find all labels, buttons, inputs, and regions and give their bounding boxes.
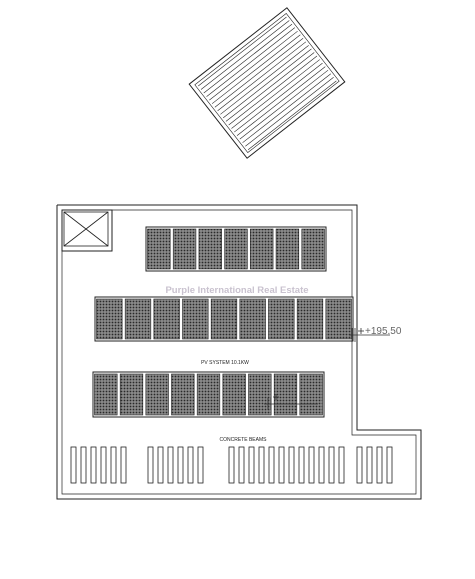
concrete-beam xyxy=(288,446,295,484)
watermark-text: Purple International Real Estate xyxy=(165,285,308,296)
roof-stripe xyxy=(222,48,312,119)
roof-stripe xyxy=(198,16,287,87)
concrete-beam xyxy=(366,446,373,484)
concrete-beam xyxy=(80,446,87,484)
concrete-beam xyxy=(187,446,194,484)
concrete-beam xyxy=(338,446,345,484)
concrete-beam xyxy=(356,446,363,484)
roof-stripe xyxy=(217,41,307,112)
concrete-beam xyxy=(268,446,275,484)
pv-panel xyxy=(172,228,197,270)
concrete-beam xyxy=(197,446,204,484)
roof-stripe xyxy=(245,77,334,147)
roof-stripe xyxy=(206,27,295,97)
concrete-beam xyxy=(258,446,265,484)
pv-panel xyxy=(296,298,324,340)
roof-stripe xyxy=(242,73,332,143)
pv-panel xyxy=(145,373,169,416)
roof-opening-x xyxy=(61,209,113,252)
pv-panel xyxy=(198,228,222,270)
concrete-beam xyxy=(308,446,315,484)
level-marker xyxy=(349,328,390,342)
concrete-beam xyxy=(228,446,235,484)
pv-panel xyxy=(182,298,209,340)
pv-panel xyxy=(275,228,300,270)
pv-panel xyxy=(196,373,221,416)
roof-stripe xyxy=(225,52,315,122)
concrete-beam xyxy=(298,446,305,484)
concrete-beam xyxy=(328,446,335,484)
pv-panel xyxy=(94,373,118,416)
pv-panel xyxy=(301,228,325,270)
roof-stripe xyxy=(234,62,323,133)
pv-panel-row-bottom xyxy=(92,371,325,418)
pv-panel xyxy=(273,373,298,416)
concrete-beams-label: CONCRETE BEAMS xyxy=(220,437,268,443)
roof-stripe xyxy=(203,23,293,94)
pv-panel xyxy=(299,373,323,416)
concrete-beams xyxy=(70,446,393,484)
roof-stripe xyxy=(214,38,304,108)
roof-stripe xyxy=(209,30,298,101)
pv-panel xyxy=(268,298,295,340)
roof-stripe xyxy=(211,34,301,104)
pv-panel xyxy=(210,298,238,340)
concrete-beam xyxy=(157,446,164,484)
pv-panel xyxy=(222,373,246,416)
concrete-beam xyxy=(120,446,127,484)
pv-panel xyxy=(147,228,171,270)
pv-system-label: PV SYSTEM 10.1KW xyxy=(201,360,249,366)
pv-panel xyxy=(171,373,195,416)
concrete-beam xyxy=(386,446,393,484)
roof-stripe xyxy=(220,45,309,115)
pv-panel xyxy=(153,298,180,340)
pv-panel xyxy=(124,298,152,340)
concrete-beam xyxy=(318,446,325,484)
concrete-beam xyxy=(167,446,174,484)
pv-panel xyxy=(239,298,266,340)
concrete-beam xyxy=(147,446,154,484)
rotated-roof-panel xyxy=(188,7,346,159)
concrete-beam xyxy=(90,446,97,484)
concrete-beam xyxy=(238,446,245,484)
pv-panel-row-middle xyxy=(94,296,354,342)
concrete-beam xyxy=(278,446,285,484)
concrete-beam xyxy=(248,446,255,484)
ghost-level-marker xyxy=(264,394,318,410)
level-value-text: +195.50 xyxy=(365,326,402,337)
concrete-beam xyxy=(100,446,107,484)
pv-panel xyxy=(325,298,352,340)
pv-panel xyxy=(224,228,248,270)
building-outline xyxy=(56,204,422,500)
roof-stripe xyxy=(228,55,318,126)
roof-stripe xyxy=(239,69,329,140)
concrete-beam xyxy=(376,446,383,484)
roof-stripe xyxy=(247,80,337,151)
concrete-beam xyxy=(110,446,117,484)
roof-stripe xyxy=(236,66,326,136)
pv-panel xyxy=(96,298,123,340)
pv-panel-row-top xyxy=(145,226,327,272)
concrete-beam xyxy=(70,446,77,484)
pv-panel xyxy=(119,373,144,416)
pv-panel xyxy=(248,373,272,416)
concrete-beam xyxy=(177,446,184,484)
roof-stripe xyxy=(200,20,290,90)
pv-panel xyxy=(250,228,274,270)
roof-stripe xyxy=(231,59,320,129)
